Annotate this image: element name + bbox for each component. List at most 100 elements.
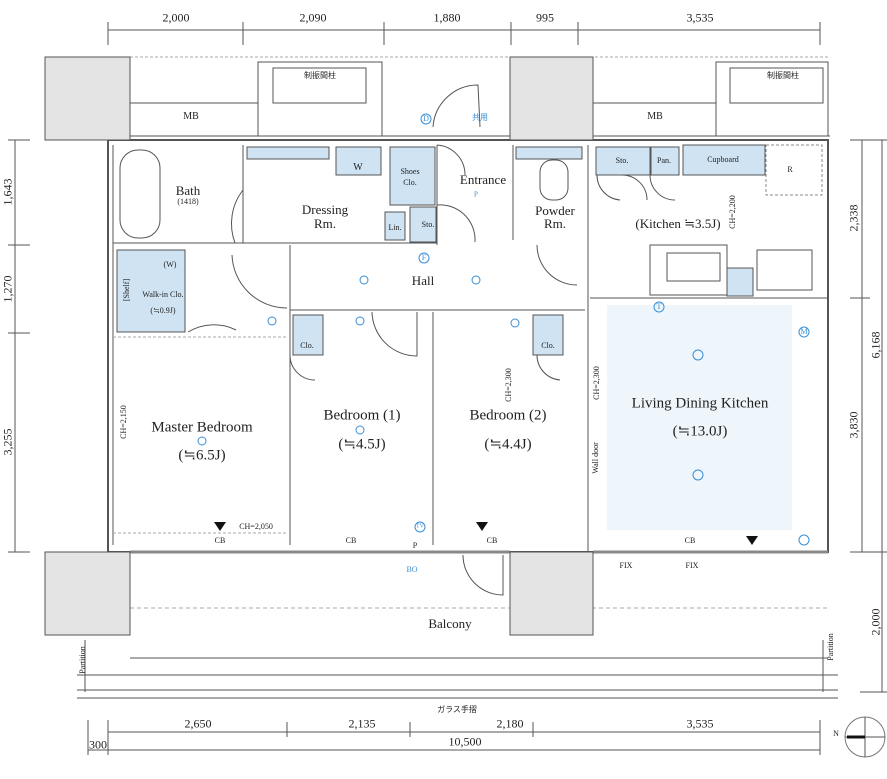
pipe-space-label: P [412, 541, 418, 550]
bathtub [119, 149, 161, 239]
dim-right-2: 3,830 [846, 411, 861, 439]
common-label: 共用 [472, 113, 488, 122]
fire-alarm-f-icon [418, 252, 430, 264]
refrigerator-space [765, 144, 823, 196]
powder-label: Powder [535, 202, 575, 218]
dim-top-2: 2,090 [299, 10, 327, 25]
glass-railing-label: ガラス手摺 [437, 705, 477, 714]
fix-window-label: FIX [685, 561, 699, 570]
column-label: 制振間柱 [304, 71, 336, 80]
bedroom-2-ceiling-height: CH=2,300 [504, 368, 513, 402]
dim-bottom-total: 10,500 [448, 734, 482, 749]
symbol-tv: TV [416, 523, 424, 530]
master-ceiling-height-2: CH=2,050 [239, 522, 273, 531]
refrigerator-label: R [787, 165, 793, 174]
mb-label: MB [183, 110, 199, 122]
dressing-label: Dressing [301, 201, 349, 217]
pantry-label: Pan. [657, 156, 671, 165]
column-label: 制振間柱 [767, 71, 799, 80]
linen-label: Lin. [388, 223, 402, 232]
walk-in-closet-size: (≒0.9J) [150, 306, 176, 315]
bedroom-2-closet: Clo. [541, 341, 555, 350]
t-outlet-icon [653, 301, 665, 313]
partition-label: Partition [826, 633, 835, 661]
walk-in-closet-label: Walk-in Clo. [142, 290, 184, 299]
bottom-dimension-ticks [87, 720, 821, 755]
cb-marker-icon [214, 522, 226, 531]
entrance-label: Entrance [459, 171, 507, 187]
dim-left-2: 1,270 [0, 275, 15, 303]
master-bedroom-size: (≒6.5J) [178, 447, 226, 464]
dim-right-balcony: 2,000 [868, 608, 883, 636]
dim-top-4: 995 [536, 10, 554, 25]
fix-window-label: FIX [619, 561, 633, 570]
dim-left-1: 1,643 [0, 178, 15, 206]
cooktop [756, 249, 813, 291]
symbol-f: F [421, 253, 427, 262]
intercom-d-icon [420, 113, 432, 125]
kitchen-storage-label: Sto. [615, 156, 629, 165]
cupboard-label: Cupboard [707, 155, 739, 164]
dim-bottom-4: 3,535 [686, 716, 714, 731]
cb-label: CB [486, 536, 498, 545]
ldk-ceiling-height: CH=2,300 [592, 366, 601, 400]
balcony-label: Balcony [428, 615, 472, 631]
bedroom-2-label: Bedroom (2) [469, 407, 547, 424]
kitchen-island [649, 244, 728, 296]
symbol-t: T [656, 302, 662, 311]
partition-label: Partition [78, 646, 87, 674]
m-icon [798, 534, 810, 546]
cb-label: CB [345, 536, 357, 545]
dim-bottom-3: 2,180 [496, 716, 524, 731]
symbol-p: P [474, 190, 478, 199]
symbol-m: M [800, 327, 808, 336]
master-bedroom-label: Master Bedroom [151, 419, 253, 436]
bedroom-1-closet: Clo. [300, 341, 314, 350]
mb-label: MB [647, 110, 663, 122]
master-ceiling-height: CH=2,150 [119, 405, 128, 439]
ldk-label: Living Dining Kitchen [631, 395, 769, 412]
dim-bottom-2: 2,135 [348, 716, 376, 731]
storage-label: Sto. [421, 220, 435, 229]
wic-washer-label: (W) [163, 260, 177, 269]
bedroom-1-size: (≒4.5J) [338, 436, 386, 453]
cb-marker-icon [476, 522, 488, 531]
dim-top-3: 1,880 [433, 10, 461, 25]
shoes-clo-label: Clo. [403, 178, 417, 187]
shelf-label: [Shelf] [122, 278, 131, 302]
top-dimension-ticks [107, 22, 821, 45]
bo-label: BO [406, 565, 418, 574]
north-label: N [833, 729, 839, 738]
toilet [539, 159, 569, 201]
ldk-floor-area [607, 305, 792, 530]
dim-top-1: 2,000 [162, 10, 190, 25]
ldk-size: (≒13.0J) [672, 423, 728, 440]
dressing-rm-label: Rm. [313, 215, 337, 231]
shoes-label: Shoes [400, 167, 420, 176]
powder-rm-label: Rm. [543, 215, 567, 231]
dim-left-3: 3,255 [0, 428, 15, 456]
kitchen-ceiling-height: CH=2,200 [728, 195, 737, 229]
dim-bottom-1: 2,650 [184, 716, 212, 731]
bedroom-2-size: (≒4.4J) [484, 436, 532, 453]
washer-label: W [353, 161, 363, 173]
dim-right-total: 6,168 [868, 331, 883, 359]
structural-columns [44, 56, 594, 636]
cb-marker-icon [746, 536, 758, 545]
dim-top-5: 3,535 [686, 10, 714, 25]
symbol-d: D [423, 114, 429, 123]
fixtures [116, 144, 766, 356]
cb-label: CB [214, 536, 226, 545]
tv-outlet-icon [414, 521, 426, 533]
dim-right-1: 2,338 [846, 204, 861, 232]
dim-bottom-offset: 300 [89, 737, 107, 752]
bath-label: Bath [175, 182, 201, 198]
bath-size: (1418) [177, 197, 199, 206]
hall-label: Hall [411, 272, 435, 288]
bedroom-1-label: Bedroom (1) [323, 407, 401, 424]
wall-door-label: Wall door [591, 442, 600, 474]
m-icon [798, 326, 810, 338]
kitchen-label: (Kitchen ≒3.5J) [635, 215, 721, 231]
